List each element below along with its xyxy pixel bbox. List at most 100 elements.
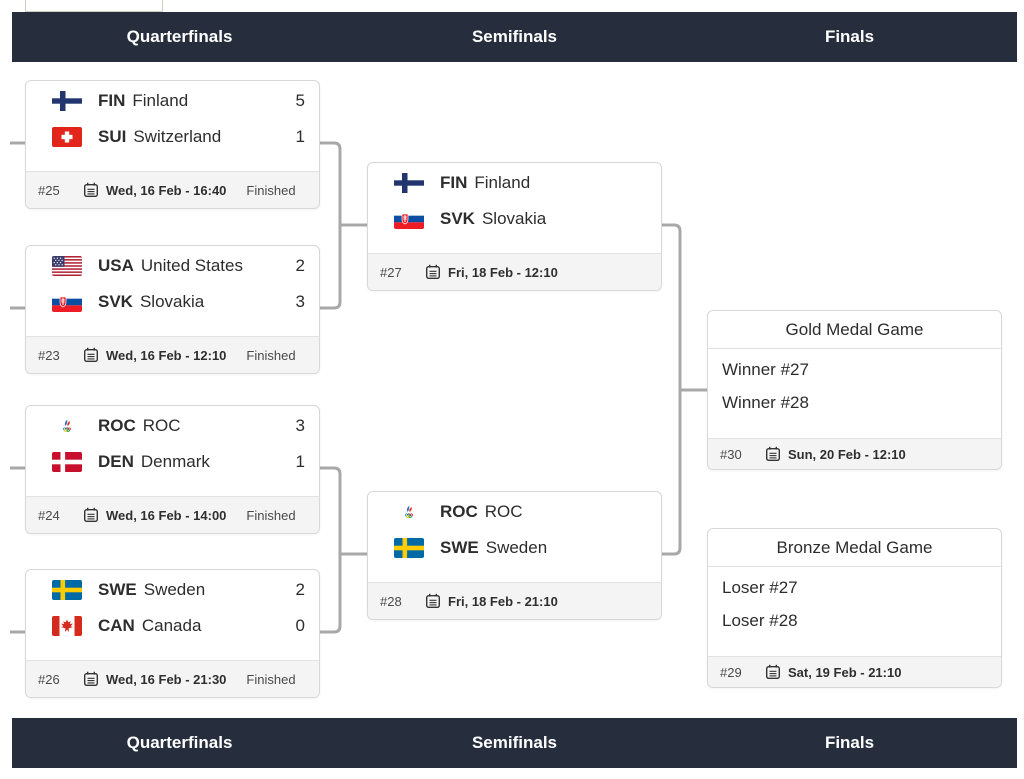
match-datetime: Wed, 16 Feb - 14:00 xyxy=(106,507,227,523)
team-row: USA United States 2 xyxy=(26,248,319,284)
switzerland-flag-icon xyxy=(52,127,82,147)
team-code: ROC xyxy=(440,502,478,521)
calendar-icon xyxy=(83,182,99,198)
calendar-icon xyxy=(425,593,441,609)
round-header-bar-top: Quarterfinals Semifinals Finals xyxy=(12,12,1017,62)
team-name: Finland xyxy=(132,91,189,110)
team-name: Finland xyxy=(474,173,531,192)
team-name: Sweden xyxy=(143,580,206,599)
teams-section: ROC ROC 3 DEN Denmark 1 xyxy=(26,406,319,480)
team-score: 5 xyxy=(295,91,305,110)
team-score: 3 xyxy=(295,416,305,435)
teams-section: Loser #27 Loser #28 xyxy=(708,567,1001,637)
match-datetime: Fri, 18 Feb - 21:10 xyxy=(448,593,558,609)
round-header-bar-bottom: Quarterfinals Semifinals Finals xyxy=(12,718,1017,768)
slovakia-flag-icon xyxy=(52,292,82,312)
match-number: #28 xyxy=(380,593,402,609)
team-score: 1 xyxy=(295,452,305,471)
sweden-flag-icon xyxy=(394,538,424,558)
match-footer: #24 Wed, 16 Feb - 14:00 Finished xyxy=(26,496,319,533)
teams-section: ROC ROC SWE Sweden xyxy=(368,492,661,566)
match-card-sf-27[interactable]: FIN Finland SVK Slovakia #27 Fri, 18 Feb… xyxy=(367,162,662,291)
team-row: SWE Sweden xyxy=(368,530,661,566)
medal-game-title: Bronze Medal Game xyxy=(708,529,1001,567)
team-score: 2 xyxy=(295,256,305,275)
calendar-icon xyxy=(765,446,781,462)
match-card-sf-28[interactable]: ROC ROC SWE Sweden #28 Fri, 18 Feb - 21:… xyxy=(367,491,662,620)
match-card-qf-25[interactable]: FIN Finland 5 SUI Switzerland 1 #25 Wed,… xyxy=(25,80,320,209)
match-datetime: Wed, 16 Feb - 12:10 xyxy=(106,347,227,363)
match-status: Finished xyxy=(246,671,296,687)
team-name: Denmark xyxy=(140,452,210,471)
team-code: CAN xyxy=(98,616,135,635)
match-datetime: Wed, 16 Feb - 16:40 xyxy=(106,182,227,198)
match-card-qf-23[interactable]: USA United States 2 SVK Slovakia 3 #23 W… xyxy=(25,245,320,374)
team-name: Canada xyxy=(141,616,202,635)
team-name: Slovakia xyxy=(139,292,205,311)
team-score: 2 xyxy=(295,580,305,599)
team-score: 0 xyxy=(295,616,305,635)
round-header-quarterfinals: Quarterfinals xyxy=(126,27,233,46)
match-footer: #26 Wed, 16 Feb - 21:30 Finished xyxy=(26,660,319,697)
team-code: FIN xyxy=(98,91,126,110)
teams-section: FIN Finland 5 SUI Switzerland 1 xyxy=(26,81,319,155)
teams-section: Winner #27 Winner #28 xyxy=(708,349,1001,419)
match-number: #25 xyxy=(38,182,60,198)
team-placeholder: Loser #27 xyxy=(722,577,798,597)
team-row: FIN Finland xyxy=(368,165,661,201)
calendar-icon xyxy=(83,347,99,363)
teams-section: FIN Finland SVK Slovakia xyxy=(368,163,661,237)
team-name: Sweden xyxy=(485,538,548,557)
match-card-gold-medal[interactable]: Gold Medal Game Winner #27 Winner #28 #3… xyxy=(707,310,1002,470)
team-name: Slovakia xyxy=(481,209,547,228)
team-name: ROC xyxy=(484,502,523,521)
team-code: SVK xyxy=(440,209,475,228)
team-placeholder: Winner #27 xyxy=(722,359,809,379)
match-status: Finished xyxy=(246,507,296,523)
match-datetime: Sat, 19 Feb - 21:10 xyxy=(788,664,902,680)
match-number: #30 xyxy=(720,446,742,462)
teams-section: USA United States 2 SVK Slovakia 3 xyxy=(26,246,319,320)
match-footer: #28 Fri, 18 Feb - 21:10 xyxy=(368,582,661,619)
team-code: SWE xyxy=(98,580,137,599)
finland-flag-icon xyxy=(394,173,424,193)
round-header-finals: Finals xyxy=(824,733,875,752)
roc-flag-icon xyxy=(394,502,424,522)
team-placeholder: Winner #28 xyxy=(722,392,809,412)
match-number: #26 xyxy=(38,671,60,687)
team-placeholder: Loser #28 xyxy=(722,610,798,630)
team-code: USA xyxy=(98,256,134,275)
canada-flag-icon xyxy=(52,616,82,636)
round-header-quarterfinals: Quarterfinals xyxy=(126,733,233,752)
team-row: DEN Denmark 1 xyxy=(26,444,319,480)
team-score: 3 xyxy=(295,292,305,311)
usa-flag-icon xyxy=(52,256,82,276)
match-datetime: Sun, 20 Feb - 12:10 xyxy=(788,446,906,462)
calendar-icon xyxy=(425,264,441,280)
partial-tab[interactable] xyxy=(25,0,163,12)
sweden-flag-icon xyxy=(52,580,82,600)
team-name: United States xyxy=(140,256,243,275)
match-number: #24 xyxy=(38,507,60,523)
team-code: FIN xyxy=(440,173,468,192)
match-status: Finished xyxy=(246,347,296,363)
team-name: Switzerland xyxy=(133,127,222,146)
finland-flag-icon xyxy=(52,91,82,111)
match-status: Finished xyxy=(246,182,296,198)
match-card-bronze-medal[interactable]: Bronze Medal Game Loser #27 Loser #28 #2… xyxy=(707,528,1002,688)
match-card-qf-26[interactable]: SWE Sweden 2 CAN Canada 0 #26 Wed, 16 Fe… xyxy=(25,569,320,698)
team-name: ROC xyxy=(142,416,181,435)
team-row: ROC ROC xyxy=(368,494,661,530)
team-code: ROC xyxy=(98,416,136,435)
match-footer: #25 Wed, 16 Feb - 16:40 Finished xyxy=(26,171,319,208)
team-code: SWE xyxy=(440,538,479,557)
match-number: #27 xyxy=(380,264,402,280)
medal-game-title: Gold Medal Game xyxy=(708,311,1001,349)
team-row: SWE Sweden 2 xyxy=(26,572,319,608)
match-footer: #30 Sun, 20 Feb - 12:10 xyxy=(708,438,1001,469)
match-footer: #27 Fri, 18 Feb - 12:10 xyxy=(368,253,661,290)
calendar-icon xyxy=(83,671,99,687)
round-header-semifinals: Semifinals xyxy=(471,733,558,752)
match-card-qf-24[interactable]: ROC ROC 3 DEN Denmark 1 #24 Wed, 16 Feb … xyxy=(25,405,320,534)
